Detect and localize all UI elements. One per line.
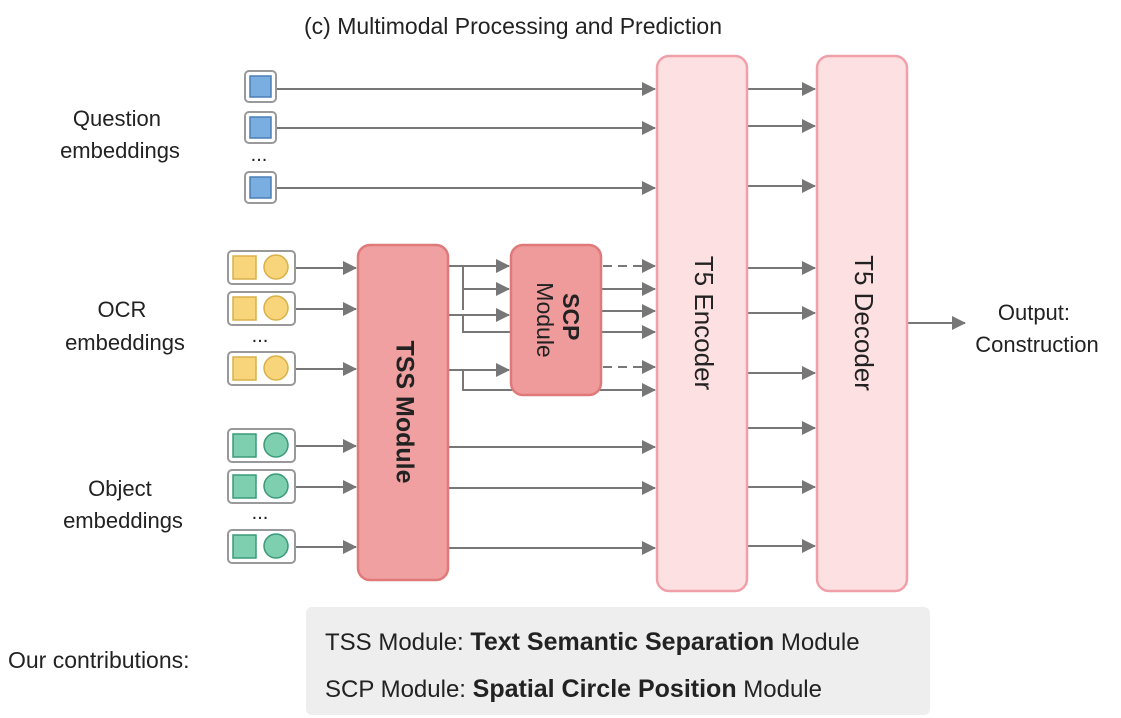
scp-module-label: SCP Module [532, 282, 584, 357]
question-embeddings-label: Question embeddings [60, 106, 180, 163]
ocr-token [227, 250, 296, 285]
ocr-token [227, 351, 296, 386]
object-ellipsis: ... [252, 502, 269, 524]
output-label: Output: Construction [975, 300, 1099, 357]
object-token [227, 428, 296, 463]
encoder-decoder-arrows [748, 82, 816, 553]
object-embeddings-label: Object embeddings [63, 476, 183, 533]
contributions-label: Our contributions: [8, 647, 190, 673]
t5-encoder: T5 Encoder [655, 54, 749, 593]
tss-definition: TSS Module: Text Semantic Separation Mod… [325, 628, 860, 656]
question-token [244, 70, 277, 103]
object-token [227, 469, 296, 504]
question-token [244, 171, 277, 204]
question-arrows [277, 82, 656, 195]
question-ellipsis: ... [251, 144, 268, 166]
t5-decoder: T5 Decoder [815, 54, 909, 593]
t5-decoder-label: T5 Decoder [849, 255, 879, 391]
question-token [244, 111, 277, 144]
ocr-token [227, 291, 296, 326]
tss-module-label: TSS Module [390, 340, 418, 483]
scp-definition: SCP Module: Spatial Circle Position Modu… [325, 675, 822, 703]
tss-object-arrows [449, 440, 656, 555]
t5-encoder-label: T5 Encoder [689, 256, 719, 391]
contributions-box [306, 607, 930, 715]
tss-module: TSS Module [356, 243, 450, 582]
ocr-embeddings-label: OCR embeddings [65, 297, 185, 355]
pipeline-diagram: (c) Multimodal Processing and Prediction… [60, 13, 1099, 593]
diagram-title: (c) Multimodal Processing and Prediction [304, 13, 722, 39]
scp-module: SCP Module [509, 243, 603, 397]
ocr-ellipsis: ... [252, 325, 269, 347]
tss-input-arrows [296, 261, 357, 554]
object-token [227, 529, 296, 564]
scp-output-arrows [603, 259, 656, 374]
